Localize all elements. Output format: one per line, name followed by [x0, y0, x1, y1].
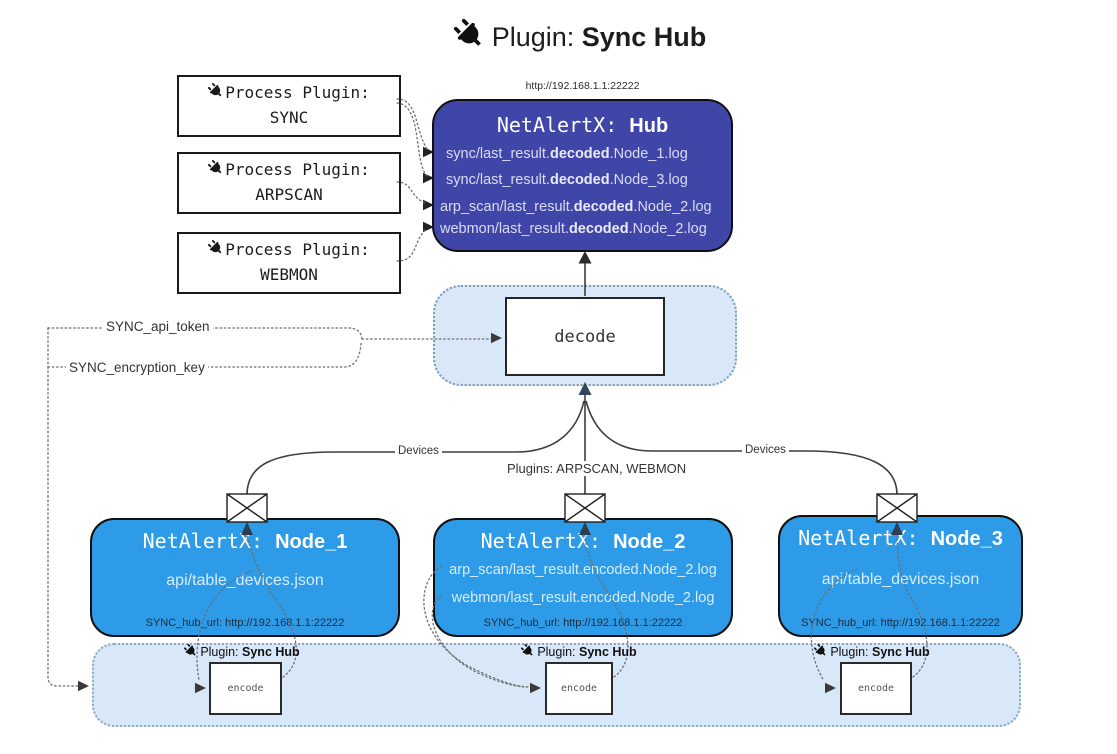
node-hub-url: SYNC_hub_url: http://192.168.1.1:22222 [145, 617, 345, 629]
plug-icon [208, 81, 223, 106]
netalertx-hub-box: NetAlertX: Hub sync/last_result.decoded.… [432, 99, 733, 252]
process-plugin-label: Process Plugin: [225, 83, 370, 103]
encode-box: encode [545, 662, 613, 715]
process-plugin-label: Process Plugin: [225, 160, 370, 180]
process-plugin-arpscan-box: Process Plugin: ARPSCAN [177, 152, 401, 214]
netalertx-node2-box: NetAlertX: Node_2 arp_scan/last_result.e… [433, 518, 733, 637]
node-file-line: arp_scan/last_result.encoded.Node_2.log [449, 562, 717, 578]
process-plugin-name: WEBMON [260, 265, 318, 284]
process-plugin-sync-box: Process Plugin: SYNC [177, 75, 401, 137]
decode-box: decode [505, 297, 665, 376]
netalertx-node3-box: NetAlertX: Node_3 api/table_devices.json… [778, 515, 1023, 637]
node-title: NetAlertX: Node_3 [798, 526, 1003, 550]
node-hub-url: SYNC_hub_url: http://192.168.1.1:22222 [483, 617, 683, 629]
node-title: NetAlertX: Node_2 [480, 529, 686, 553]
process-plugin-label: Process Plugin: [225, 240, 370, 260]
node-title: NetAlertX: Node_1 [142, 529, 348, 553]
encode-box: encode [840, 662, 912, 715]
encode-box: encode [209, 662, 282, 715]
hub-log-line: sync/last_result.decoded.Node_3.log [446, 172, 688, 188]
hub-log-line: webmon/last_result.decoded.Node_2.log [440, 221, 707, 237]
process-plugin-name: SYNC [269, 108, 309, 127]
plug-icon [208, 158, 223, 183]
netalertx-node1-box: NetAlertX: Node_1 api/table_devices.json… [90, 518, 400, 637]
node-file-line: api/table_devices.json [166, 572, 324, 589]
node-file-line: webmon/last_result.encoded.Node_2.log [451, 590, 715, 606]
process-plugin-name: ARPSCAN [255, 185, 323, 204]
node-hub-url: SYNC_hub_url: http://192.168.1.1:22222 [801, 617, 1000, 629]
hub-log-line: sync/last_result.decoded.Node_1.log [446, 146, 688, 162]
hub-title: NetAlertX: Hub [496, 113, 669, 137]
hub-log-line: arp_scan/last_result.decoded.Node_2.log [440, 199, 712, 215]
node-file-line: api/table_devices.json [821, 571, 980, 588]
plug-icon [208, 238, 223, 263]
process-plugin-webmon-box: Process Plugin: WEBMON [177, 232, 401, 294]
